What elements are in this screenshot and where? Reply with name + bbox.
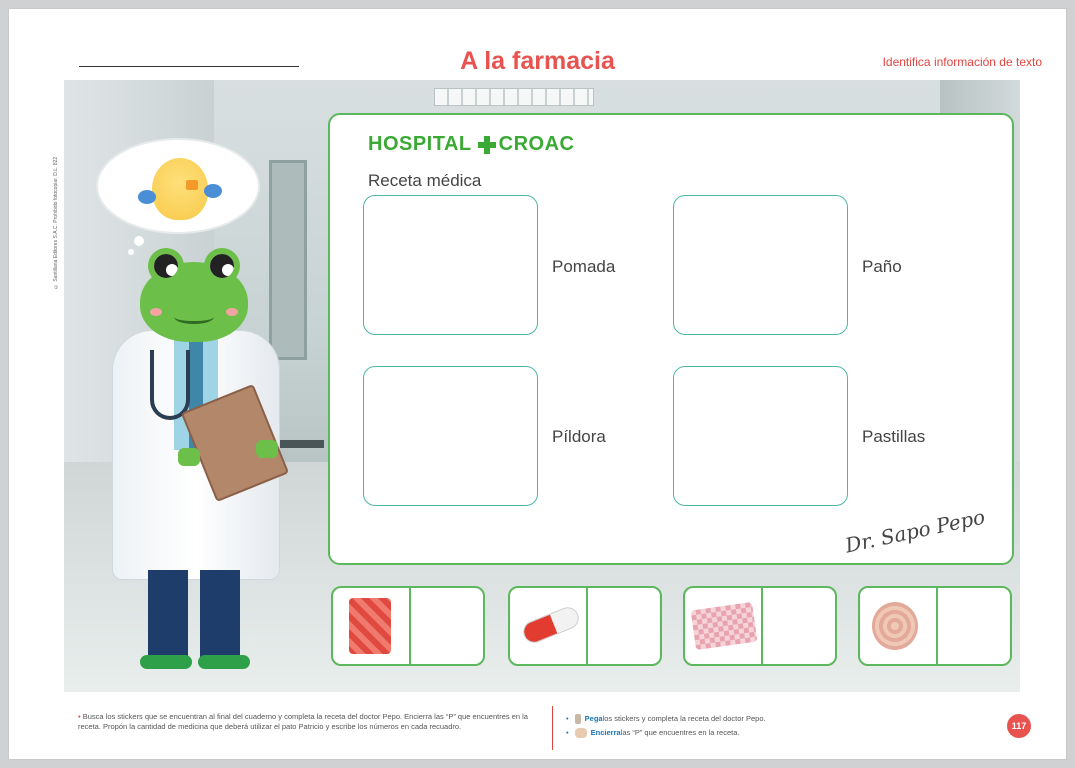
footer-list-text: las “P” que encuentres en la receta.	[620, 728, 740, 738]
frog-hand	[178, 448, 200, 466]
card-divider	[936, 588, 938, 664]
frog-eye	[148, 248, 184, 284]
instructions-text: • Busca los stickers que se encuentran a…	[78, 712, 540, 732]
quantity-card	[508, 586, 662, 666]
prescription-item: Pastillas	[862, 427, 926, 446]
stethoscope-icon	[150, 350, 190, 420]
frog-doctor-head	[140, 248, 248, 342]
quantity-card	[858, 586, 1012, 666]
page-subtitle: Identifica información de texto	[882, 55, 1042, 69]
footer-list-text: los stickers y completa la receta del do…	[602, 714, 766, 723]
card-divider	[586, 588, 588, 664]
quantity-card	[331, 586, 485, 666]
doctor-shoe	[140, 655, 192, 669]
hospital-name-2: CROAC	[498, 133, 575, 155]
doctor-leg	[148, 570, 188, 660]
glue-stick-icon	[574, 714, 581, 725]
name-line	[79, 66, 299, 67]
doctor-shoe	[198, 655, 250, 669]
quantity-box[interactable]	[938, 588, 1010, 664]
instructions-body: Busca los stickers que se encuentran al …	[78, 712, 528, 732]
quantity-box[interactable]	[763, 588, 835, 664]
pill-icon	[519, 603, 583, 647]
sticker-slot-pomada[interactable]	[363, 195, 538, 335]
hallway-door	[269, 160, 307, 360]
cloth-icon	[872, 602, 918, 650]
footer-list-item: • Encierra las “P” que encuentres en la …	[566, 726, 766, 740]
frog-cheek	[226, 308, 238, 316]
duck-wing	[138, 190, 156, 204]
blister-pack-icon	[690, 601, 758, 651]
quantity-box[interactable]	[588, 588, 660, 664]
hospital-logo: HOSPITAL CROAC	[368, 133, 574, 156]
prescription-item: Píldora	[552, 427, 606, 446]
frog-mouth	[174, 310, 214, 324]
card-divider	[409, 588, 411, 664]
duck-patricio-icon	[138, 158, 222, 220]
frog-eye	[204, 248, 240, 284]
quantity-card	[683, 586, 837, 666]
footer-list: • Pega los stickers y completa la receta…	[566, 712, 766, 741]
duck-beak	[186, 180, 198, 190]
duck-wing	[204, 184, 222, 198]
hospital-name-1: HOSPITAL	[368, 133, 472, 155]
footer-list-item: • Pega los stickers y completa la receta…	[566, 712, 766, 726]
page-title: A la farmacia	[460, 47, 615, 75]
doctor-signature: Dr. Sapo Pepo	[842, 504, 987, 558]
prescription-item: Pomada	[552, 257, 616, 276]
hand-pencil-icon	[574, 728, 587, 739]
cross-icon	[477, 135, 496, 154]
sticker-slot-pastillas[interactable]	[673, 366, 848, 506]
thought-dot	[134, 236, 144, 246]
footer-list-bold: Pega	[584, 714, 603, 723]
quantity-box[interactable]	[411, 588, 483, 664]
frog-hand	[256, 440, 278, 458]
bullet-icon: •	[566, 714, 569, 723]
bullet-icon: •	[566, 728, 569, 738]
prescription-label: Receta médica	[368, 171, 482, 190]
thought-dot	[128, 249, 134, 255]
footer-list-bold: Encierra	[590, 728, 621, 738]
card-divider	[761, 588, 763, 664]
bullet-icon: •	[78, 712, 83, 721]
ointment-icon	[349, 598, 391, 654]
doctor-leg	[200, 570, 240, 660]
frog-cheek	[150, 308, 162, 316]
footer-divider	[552, 706, 553, 750]
ceiling-light	[434, 88, 594, 106]
sticker-slot-pano[interactable]	[673, 195, 848, 335]
prescription-card: HOSPITAL CROAC Receta médica Pomada Paño…	[328, 113, 1014, 565]
prescription-item: Paño	[862, 257, 902, 276]
page-number: 117	[1007, 714, 1031, 738]
copyright-note: © Santillana Editores S.A.C. Prohibido f…	[53, 156, 59, 289]
sticker-slot-pildora[interactable]	[363, 366, 538, 506]
